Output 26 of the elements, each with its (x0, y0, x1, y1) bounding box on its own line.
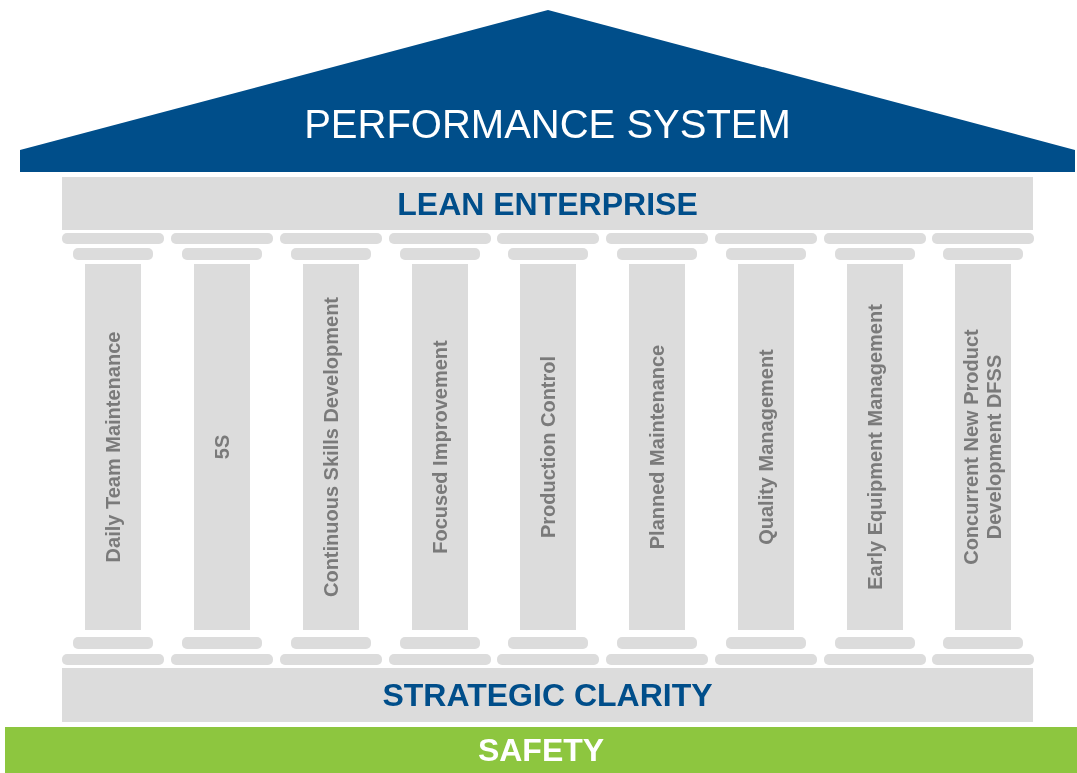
pillar-column (412, 264, 468, 630)
pillar-column (738, 264, 794, 630)
pillar-column (955, 264, 1011, 630)
pillar-column (303, 264, 359, 630)
pillar-column (85, 264, 141, 630)
lintel-bar (62, 177, 1033, 230)
pillar-column (520, 264, 576, 630)
foundation-bar (62, 668, 1033, 722)
bar-title: STRATEGIC CLARITY (381, 676, 714, 714)
base-bar (5, 727, 1077, 773)
base-title: SAFETY (476, 731, 606, 769)
bar-title: LEAN ENTERPRISE (396, 185, 699, 222)
pillar-label: Early Equipment Management (863, 303, 887, 592)
roof-title: PERFORMANCE SYSTEM (303, 102, 792, 146)
pillar-label: Production Control (536, 354, 560, 541)
pillar-column (629, 264, 685, 630)
pillar-column (847, 264, 903, 630)
roof-shape (20, 10, 1075, 172)
pillar-label: Concurrent New Product Development DFSS (960, 328, 1006, 567)
pillar-label: 5S (210, 433, 234, 462)
pillar-label: Daily Team Maintenance (101, 330, 125, 565)
pillar-label: Continuous Skills Development (319, 296, 343, 600)
pillar-label: Planned Maintenance (645, 343, 669, 552)
pillar-label: Quality Management (754, 348, 778, 547)
pillar-column (194, 264, 250, 630)
pillar-label: Focused Improvement (428, 339, 452, 556)
